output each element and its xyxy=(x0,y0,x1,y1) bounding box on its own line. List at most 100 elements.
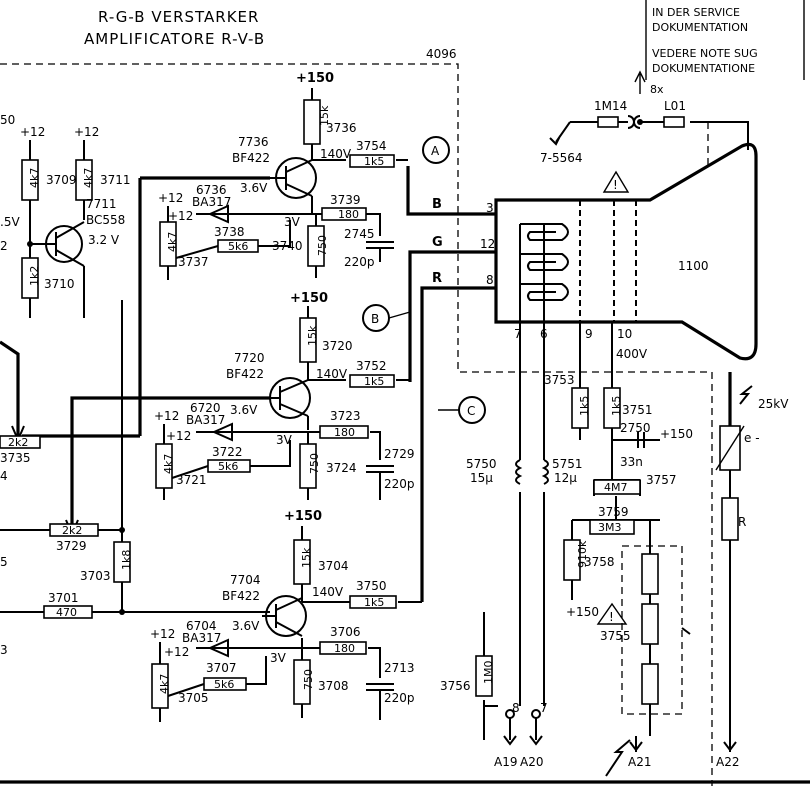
svg-text:3V: 3V xyxy=(270,651,287,665)
crt-pin10: 10 xyxy=(617,327,632,341)
stage-green: 15k 3720 +150 7720 BF422 140V 3.6V 3V 1k… xyxy=(154,291,415,500)
svg-text:3701: 3701 xyxy=(48,591,79,605)
svg-text:+12: +12 xyxy=(150,627,175,641)
svg-text:400V: 400V xyxy=(616,347,648,361)
svg-text:BA317: BA317 xyxy=(186,413,225,427)
svg-text:3704: 3704 xyxy=(318,559,349,573)
crt-pin9: 9 xyxy=(585,327,593,341)
stage-blue: 15k 3736 +150 7736 BF422 140V 3.6V 3V 1k… xyxy=(140,71,408,280)
svg-text:!: ! xyxy=(613,178,618,192)
svg-text:1k5: 1k5 xyxy=(364,596,384,609)
svg-text:1k5: 1k5 xyxy=(364,155,384,168)
svg-text:BF422: BF422 xyxy=(232,151,270,165)
svg-text:3.6V: 3.6V xyxy=(230,403,258,417)
svg-text:1M0: 1M0 xyxy=(482,661,495,685)
svg-text:6704: 6704 xyxy=(186,619,217,633)
svg-text:15k: 15k xyxy=(300,547,313,568)
svg-text:140V: 140V xyxy=(312,585,344,599)
svg-text:3739: 3739 xyxy=(330,193,361,207)
svg-text:2k2: 2k2 xyxy=(8,436,28,449)
svg-text:3706: 3706 xyxy=(330,625,361,639)
crt-pin7: 7 xyxy=(514,327,522,341)
svg-text:4: 4 xyxy=(0,469,8,483)
signal-r-label: R xyxy=(432,271,442,286)
svg-text:140V: 140V xyxy=(316,367,348,381)
svg-text:BA317: BA317 xyxy=(192,195,231,209)
svg-text:+150: +150 xyxy=(284,509,322,524)
svg-text:2750: 2750 xyxy=(620,421,651,435)
stage-buffer: 50 +12 +12 4k7 3709 4k7 3711 7711 BC558 … xyxy=(0,113,131,318)
svg-text:1k8: 1k8 xyxy=(120,550,133,570)
note-line4: DOKUMENTATIONE xyxy=(652,62,755,75)
svg-text:3755: 3755 xyxy=(600,629,631,643)
signal-g-label: G xyxy=(432,235,443,250)
svg-text:C: C xyxy=(467,404,475,418)
svg-text:8: 8 xyxy=(512,701,520,715)
conn-a19: A19 xyxy=(494,755,517,769)
svg-text:7720: 7720 xyxy=(234,351,265,365)
svg-text:3756: 3756 xyxy=(440,679,471,693)
svg-text:470: 470 xyxy=(56,606,77,619)
crt-pin12: 12 xyxy=(480,237,495,251)
marker-a: A xyxy=(422,136,450,164)
ref-1m14: 1M14 xyxy=(594,99,627,113)
svg-text:1k5: 1k5 xyxy=(610,396,623,416)
svg-text:3.2 V: 3.2 V xyxy=(88,233,120,247)
svg-text:3.6V: 3.6V xyxy=(240,181,268,195)
svg-text:+150: +150 xyxy=(660,427,693,441)
svg-text:3722: 3722 xyxy=(212,445,243,459)
svg-text:+12: +12 xyxy=(74,125,99,139)
crt-pin8: 8 xyxy=(486,273,494,287)
svg-text:4k7: 4k7 xyxy=(28,168,41,188)
ref-7-5564: 7-5564 xyxy=(540,151,583,165)
svg-text:+12: +12 xyxy=(20,125,45,139)
svg-text:3758: 3758 xyxy=(584,555,615,569)
svg-text:1k5: 1k5 xyxy=(578,396,591,416)
svg-text:3705: 3705 xyxy=(178,691,209,705)
svg-text:+150: +150 xyxy=(290,291,328,306)
svg-text:3738: 3738 xyxy=(214,225,245,239)
svg-text:4M7: 4M7 xyxy=(604,481,628,494)
note-line3: VEDERE NOTE SUG xyxy=(652,47,758,60)
crt-feed: 1M14 L01 7-5564 xyxy=(540,99,749,168)
svg-text:3735: 3735 xyxy=(0,451,31,465)
svg-text:B: B xyxy=(371,312,379,326)
svg-text:3.6V: 3.6V xyxy=(232,619,260,633)
svg-text:3757: 3757 xyxy=(646,473,677,487)
svg-text:750: 750 xyxy=(316,235,329,256)
title-line2: AMPLIFICATORE R-V-B xyxy=(84,30,265,48)
svg-text:2745: 2745 xyxy=(344,227,375,241)
feedback-network: 2k2 3735 4 2k2 3729 5 1k8 3703 470 3701 … xyxy=(0,178,270,657)
svg-text:7704: 7704 xyxy=(230,573,261,587)
svg-text:1k5: 1k5 xyxy=(364,375,384,388)
svg-text:!: ! xyxy=(609,610,614,624)
svg-text:3753: 3753 xyxy=(544,373,575,387)
svg-text:BF422: BF422 xyxy=(222,589,260,603)
ref-l01: L01 xyxy=(664,99,686,113)
svg-text:220p: 220p xyxy=(344,255,375,269)
svg-text:12μ: 12μ xyxy=(554,471,577,485)
svg-text:140V: 140V xyxy=(320,147,352,161)
svg-text:3710: 3710 xyxy=(44,277,75,291)
svg-text:2713: 2713 xyxy=(384,661,415,675)
service-note: IN DER SERVICE DOKUMENTATION VEDERE NOTE… xyxy=(634,0,805,96)
svg-text:3736: 3736 xyxy=(326,121,357,135)
svg-text:5k6: 5k6 xyxy=(218,460,238,473)
signal-b-label: B xyxy=(432,197,442,212)
signal-g-wire xyxy=(408,250,496,382)
sheet-number: 4096 xyxy=(426,47,457,61)
svg-text:3703: 3703 xyxy=(80,569,111,583)
connectors: 8 7 A19 A20 A21 A22 xyxy=(0,701,810,784)
svg-text:5: 5 xyxy=(0,555,8,569)
svg-text:BF422: BF422 xyxy=(226,367,264,381)
svg-text:750: 750 xyxy=(302,669,315,690)
svg-text:7736: 7736 xyxy=(238,135,269,149)
svg-text:4k7: 4k7 xyxy=(166,232,179,252)
svg-text:5750: 5750 xyxy=(466,457,497,471)
svg-text:50: 50 xyxy=(0,113,15,127)
svg-text:BA317: BA317 xyxy=(182,631,221,645)
svg-text:3720: 3720 xyxy=(322,339,353,353)
stage-red: 15k 3704 +150 7704 BF422 140V 3.6V 3V 1k… xyxy=(150,509,422,722)
marker-c: C xyxy=(438,396,486,424)
svg-text:A: A xyxy=(431,144,440,158)
